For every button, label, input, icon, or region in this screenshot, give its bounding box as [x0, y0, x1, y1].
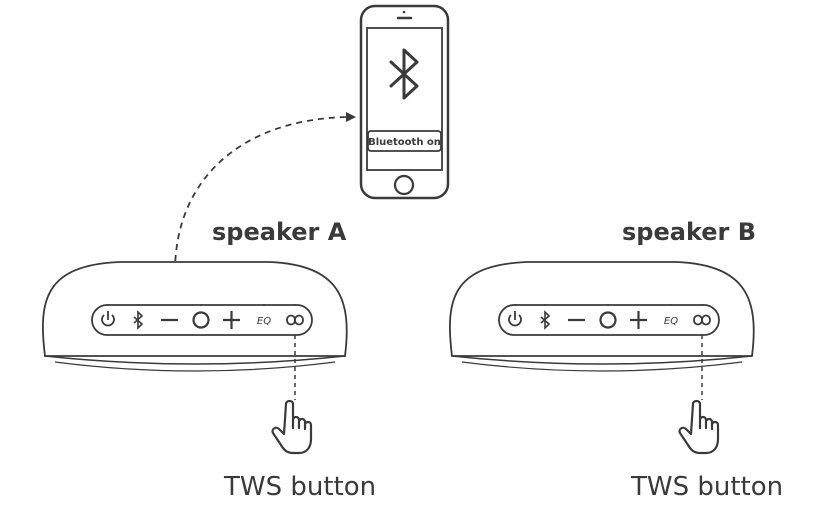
- hand-pointer-icon: [678, 400, 720, 455]
- connection-arrow: [174, 112, 356, 273]
- power-icon[interactable]: [101, 311, 115, 327]
- tws-infinity-icon[interactable]: [286, 314, 304, 326]
- eq-label: EQ: [664, 316, 678, 327]
- hand-pointer-icon: [271, 400, 313, 455]
- indicator-dots: [514, 304, 703, 306]
- smartphone: [359, 4, 450, 200]
- speaker-b: EQ: [449, 261, 755, 372]
- volume-up-icon[interactable]: [223, 311, 240, 329]
- speaker-a-title: speaker A: [212, 218, 347, 246]
- eq-icon[interactable]: EQ: [257, 316, 271, 327]
- bluetooth-icon: [389, 48, 419, 100]
- bluetooth-on-label: Bluetooth on: [368, 137, 441, 148]
- speaker-a: EQ: [42, 261, 348, 372]
- volume-up-icon[interactable]: [630, 311, 647, 329]
- bluetooth-icon[interactable]: [133, 310, 144, 330]
- eq-label: EQ: [257, 316, 271, 327]
- play-pause-icon[interactable]: [599, 311, 617, 329]
- bluetooth-on-button[interactable]: Bluetooth on: [367, 130, 442, 152]
- tws-button-label-a: TWS button: [223, 472, 376, 502]
- power-icon[interactable]: [508, 311, 522, 327]
- bluetooth-icon[interactable]: [540, 310, 551, 330]
- tws-infinity-icon[interactable]: [693, 314, 711, 326]
- tws-button-label-b: TWS button: [630, 472, 783, 502]
- play-pause-icon[interactable]: [192, 311, 210, 329]
- speaker-b-title: speaker B: [622, 218, 756, 246]
- eq-icon[interactable]: EQ: [664, 316, 678, 327]
- indicator-dots: [107, 304, 296, 306]
